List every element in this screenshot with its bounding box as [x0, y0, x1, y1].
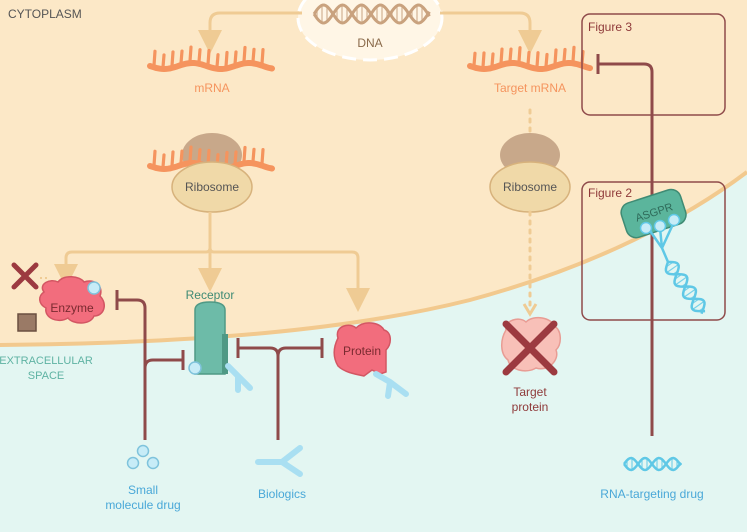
extracellular-label-line1: EXTRACELLULAR — [0, 355, 93, 367]
substrate-icon — [17, 313, 37, 332]
small-molecule-label-line2: molecule drug — [105, 498, 180, 512]
antibody-on-receptor — [225, 363, 253, 393]
ribosome-right — [489, 133, 571, 213]
target-protein-label-line1: Target — [513, 385, 547, 399]
ribosome-left-label: Ribosome — [185, 180, 239, 194]
receptor-ligand — [188, 361, 202, 375]
extracellular-label-line2: SPACE — [28, 370, 64, 382]
dna-helix — [312, 3, 431, 25]
rna-drug-helix — [623, 456, 682, 472]
rna-targeting-drug-label: RNA-targeting drug — [600, 487, 703, 501]
cytoplasm-region — [0, 0, 747, 345]
figure3-label: Figure 3 — [588, 20, 632, 34]
receptor-shape — [194, 301, 226, 375]
biologics-label: Biologics — [258, 487, 306, 501]
mrna-strand — [147, 45, 275, 73]
protein-shape — [333, 322, 391, 377]
target-protein-label-line2: protein — [512, 400, 549, 414]
receptor-label: Receptor — [186, 288, 235, 302]
protein-label: Protein — [343, 344, 381, 358]
ribosome-right-label: Ribosome — [503, 180, 557, 194]
enzyme-binding-site — [87, 281, 101, 295]
enzyme-label: Enzyme — [50, 301, 94, 315]
dna-label: DNA — [357, 36, 382, 50]
mrna-label: mRNA — [194, 81, 229, 95]
cytoplasm-label: CYTOPLASM — [8, 7, 82, 21]
target-mrna-strand — [467, 45, 593, 73]
blocked-product-icon — [11, 262, 48, 290]
biologics-antibody-icon — [255, 445, 303, 477]
target-mrna-label: Target mRNA — [494, 81, 566, 95]
small-molecule-line-enzyme — [117, 298, 147, 340]
asgpr-ligands — [639, 213, 681, 263]
rna-drug-line — [598, 62, 654, 436]
dna-to-mrna-arrow — [198, 11, 302, 54]
figure2-label: Figure 2 — [588, 186, 632, 200]
sirna-helix-figure2 — [664, 260, 706, 315]
small-molecule-label-line1: Small — [128, 483, 158, 497]
biologics-line-protein — [276, 346, 322, 357]
dna-to-target-mrna-arrow — [440, 11, 542, 54]
target-protein-cross — [502, 320, 558, 376]
ribosome-left — [147, 133, 275, 213]
small-molecule-icon — [126, 444, 160, 470]
antibody-on-protein — [373, 371, 409, 399]
ribosome-to-protein-arrow — [208, 247, 370, 312]
